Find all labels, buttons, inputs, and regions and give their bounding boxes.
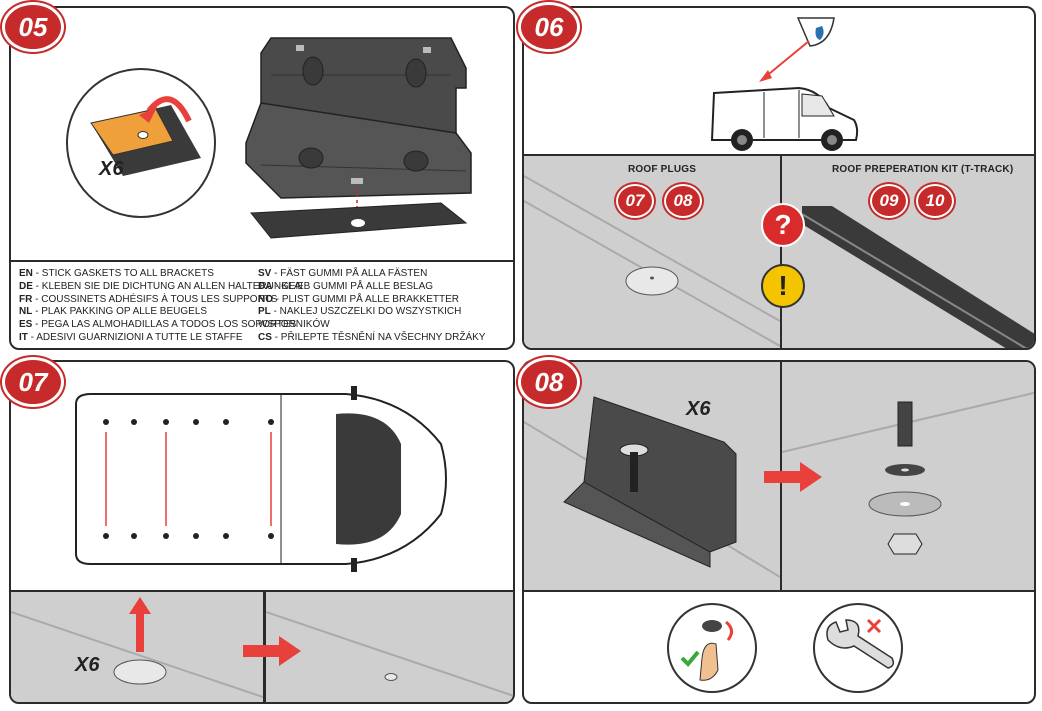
divider xyxy=(11,590,513,592)
legend-fr: FR - COUSSINETS ADHÉSIFS À TOUS LES SUPP… xyxy=(19,293,278,305)
no-wrench-icon xyxy=(813,603,903,693)
ref-badge-07: 07 xyxy=(616,184,654,218)
plug-installed-area xyxy=(266,592,513,702)
legend-it: IT - ADESIVI GUARNIZIONI A TUTTE LE STAF… xyxy=(19,331,243,343)
ref-badge-10: 10 xyxy=(916,184,954,218)
plug-installed-illustration xyxy=(266,611,513,697)
eye-view-icon xyxy=(796,17,835,47)
multiplier-label: X6 xyxy=(686,398,711,420)
gasket-peel-illustration xyxy=(66,68,216,218)
legend-pl: PL - NAKLEJ USZCZELKI DO WSZYSTKICH WSPO… xyxy=(258,306,462,331)
legend-es: ES - PEGA LAS ALMOHADILLAS A TODOS LOS S… xyxy=(19,319,297,331)
view-direction-arrow xyxy=(759,40,810,82)
question-icon: ? xyxy=(761,203,805,247)
t-track-rail xyxy=(801,206,1034,348)
legend-en: EN - STICK GASKETS TO ALL BRACKETS xyxy=(19,268,214,279)
bracket-on-roof-area: X6 xyxy=(524,362,780,590)
divider xyxy=(780,156,782,348)
divider xyxy=(524,154,1034,156)
ref-badge-08: 08 xyxy=(664,184,702,218)
multiplier-label: X6 xyxy=(99,158,124,180)
step-number-badge: 08 xyxy=(518,357,580,407)
legend-de: DE - KLEBEN SIE DIE DICHTUNG AN ALLEN HA… xyxy=(19,280,303,292)
panel-step-07: X6 xyxy=(9,360,515,704)
hand-tighten-icon xyxy=(667,603,757,693)
roof-surface-lines xyxy=(524,175,780,347)
panel-step-05: X6 EN - STICK GASKETS TO ALL BRACKETS DE… xyxy=(9,6,515,350)
roof-kit-label: ROOF PREPERATION KIT (T-TRACK) xyxy=(832,164,1014,175)
ref-badge-09: 09 xyxy=(870,184,908,218)
warning-icon: ! xyxy=(761,264,805,308)
legend-da: DA - KLÆB GUMMI PÅ ALLE BESLAG xyxy=(258,280,434,292)
roof-plugs-label: ROOF PLUGS xyxy=(628,164,697,175)
legend-sv: SV - FÄST GUMMI PÅ ALLA FÄSTEN xyxy=(258,268,428,279)
t-track-area: ROOF PREPERATION KIT (T-TRACK) 09 10 xyxy=(782,156,1034,348)
next-arrow-icon xyxy=(243,636,301,666)
plug-insert-illustration xyxy=(11,597,263,698)
plug-insert-area: X6 xyxy=(11,592,263,702)
panel-step-06: ROOF PLUGS 07 08 ROOF PREPERATION KIT (T… xyxy=(522,6,1036,350)
divider xyxy=(11,260,513,262)
bracket-illustration xyxy=(245,37,472,239)
step-number-badge: 06 xyxy=(518,2,580,52)
divider xyxy=(524,590,1034,592)
step-number-badge: 07 xyxy=(2,357,64,407)
legend-cs: CS - PŘILEPTE TĚSNĚNÍ NA VŠECHNY DRŽÁKY xyxy=(258,331,486,343)
panel-step-08: X6 xyxy=(522,360,1036,704)
multiplier-label: X6 xyxy=(75,654,100,676)
bracket-bolt-illustration xyxy=(524,396,780,578)
van-top-view xyxy=(75,386,447,572)
roof-plugs-area: ROOF PLUGS 07 08 xyxy=(524,156,780,348)
fastener-stack-illustration xyxy=(782,391,1034,555)
van-side-illustration xyxy=(710,86,859,151)
step-number-badge: 05 xyxy=(2,2,64,52)
legend-column-1: EN - STICK GASKETS TO ALL BRACKETS DE - … xyxy=(19,268,303,345)
fastener-stack-area xyxy=(782,362,1034,590)
legend-no: NO - PLIST GUMMI PÅ ALLE BRAKKETTER xyxy=(258,293,459,305)
legend-column-2: SV - FÄST GUMMI PÅ ALLA FÄSTEN DA - KLÆB… xyxy=(258,268,513,345)
legend-nl: NL - PLAK PAKKING OP ALLE BEUGELS xyxy=(19,306,208,318)
next-arrow-icon xyxy=(764,462,822,492)
